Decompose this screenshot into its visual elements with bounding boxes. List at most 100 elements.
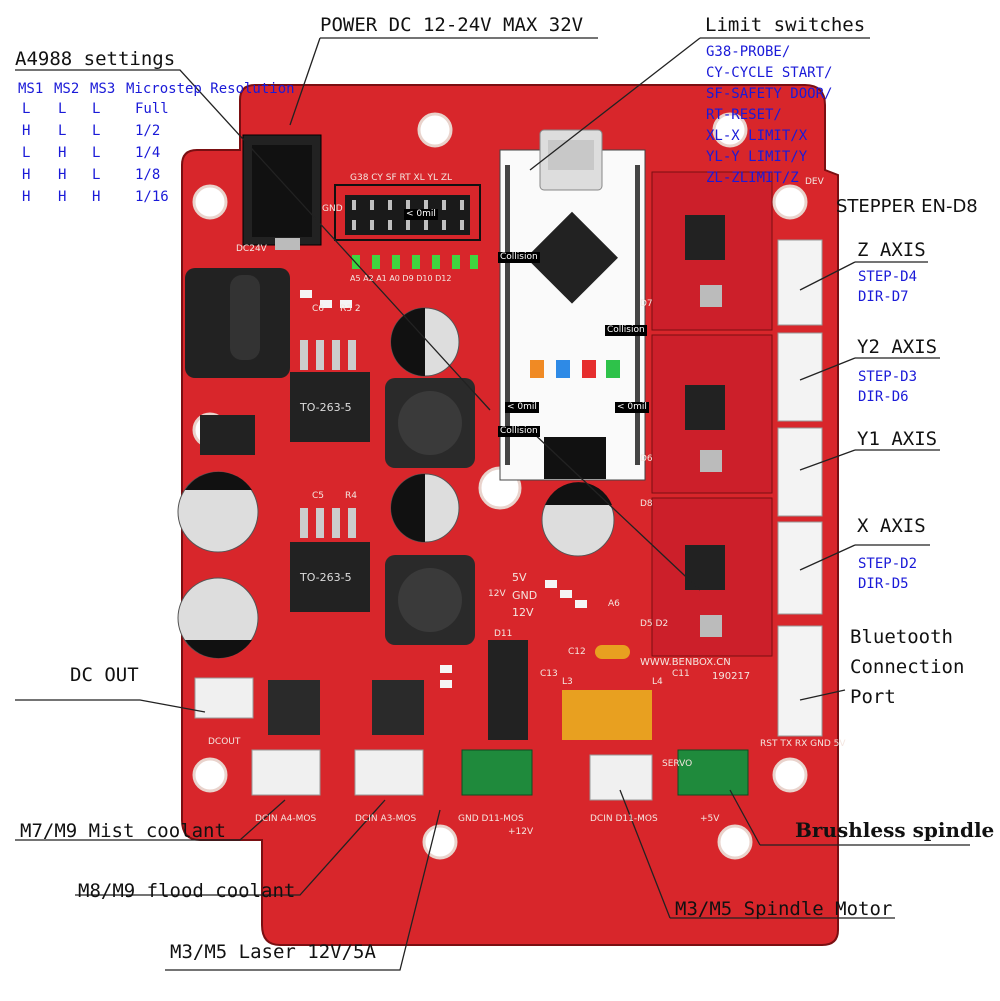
smd-parts bbox=[300, 290, 587, 688]
d11-component bbox=[488, 640, 528, 740]
y1-axis-label: Y1 AXIS bbox=[857, 428, 938, 450]
table-cell: L bbox=[58, 123, 67, 139]
stepper-en-label: STEPPER EN-D8 bbox=[836, 196, 978, 217]
pcb-d8: D8 bbox=[640, 499, 653, 509]
table-cell: H bbox=[22, 189, 31, 205]
pcb-dev: DEV bbox=[805, 177, 824, 187]
pcb-servo: SERVO bbox=[662, 759, 693, 769]
pcb-c5: C5 bbox=[312, 491, 325, 501]
pcb-gnd2: GND bbox=[512, 589, 538, 602]
table-cell: H bbox=[22, 167, 31, 183]
x-dir-pin: DIR-D5 bbox=[858, 576, 909, 592]
push-button bbox=[185, 268, 290, 378]
table-cell: H bbox=[58, 167, 67, 183]
mosfets bbox=[268, 680, 652, 740]
pcb-c6: C6 bbox=[312, 304, 325, 314]
limit-item: G38-PROBE/ bbox=[706, 44, 791, 60]
pcb-dcout: DCOUT bbox=[208, 737, 241, 747]
axis-connectors bbox=[777, 239, 823, 737]
limit-item: CY-CYCLE START/ bbox=[706, 65, 833, 81]
table-cell: H bbox=[58, 189, 67, 205]
pcb-d11: D11 bbox=[494, 629, 513, 639]
table-cell: Full bbox=[135, 101, 169, 117]
pcb-date: 190217 bbox=[712, 671, 751, 682]
pcb-conn4: +12V bbox=[508, 827, 534, 837]
diode bbox=[200, 415, 255, 455]
c12-part bbox=[595, 645, 630, 659]
pcb-12v: 12V bbox=[512, 606, 534, 619]
mounting-holes bbox=[192, 112, 808, 860]
table-cell: 1/16 bbox=[135, 189, 169, 205]
dc-out-label: DC OUT bbox=[70, 664, 139, 686]
limit-item: XL-X LIMIT/X bbox=[706, 128, 808, 144]
arduino-nano bbox=[499, 129, 646, 481]
limit-item: YL-Y LIMIT/Y bbox=[706, 149, 808, 165]
pcb-dc24v: DC24V bbox=[236, 244, 267, 254]
callout-lines bbox=[15, 37, 970, 971]
limit-switches-title: Limit switches bbox=[705, 14, 866, 36]
collision-marker: Collision bbox=[498, 252, 540, 263]
regulators bbox=[290, 340, 370, 612]
x-axis-label: X AXIS bbox=[857, 515, 926, 537]
omit-marker: < 0mil bbox=[505, 402, 539, 413]
pcb-d5d2: D5 D2 bbox=[640, 619, 669, 629]
pcb-pins-top: A5 A2 A1 A0 D9 D10 D12 bbox=[350, 274, 452, 283]
table-cell: L bbox=[58, 101, 67, 117]
bluetooth-label-2: Connection bbox=[850, 656, 965, 678]
pcb-d6: D6 bbox=[640, 454, 653, 464]
pcb-r4: R4 bbox=[345, 491, 357, 501]
pcb-to263-2: TO-263-5 bbox=[300, 571, 352, 584]
bluetooth-label-3: Port bbox=[850, 686, 896, 708]
limit-item: SF-SAFETY DOOR/ bbox=[706, 86, 833, 102]
pcb-l4: L4 bbox=[652, 677, 663, 687]
pcb-5v: 5V bbox=[512, 571, 527, 584]
bottom-connectors bbox=[194, 677, 749, 801]
pcb-bt-pins: RST TX RX GND 5V bbox=[760, 739, 846, 749]
pcb-a6: A6 bbox=[608, 599, 620, 609]
table-cell: H bbox=[92, 189, 101, 205]
table-header: MS3 bbox=[90, 81, 116, 97]
y2-step-pin: STEP-D3 bbox=[858, 369, 918, 385]
limit-item: RT-RESET/ bbox=[706, 107, 782, 123]
pcb-conn2: DCIN A3-MOS bbox=[355, 814, 417, 824]
spindle-motor-label: M3/M5 Spindle Motor bbox=[675, 898, 893, 920]
driver-modules bbox=[651, 171, 773, 657]
table-cell: L bbox=[22, 145, 31, 161]
pcb-l3: L3 bbox=[562, 677, 573, 687]
limit-item: ZL-ZLIMIT/Z bbox=[706, 170, 799, 186]
x-step-pin: STEP-D2 bbox=[858, 556, 918, 572]
pcb-header-label: G38 CY SF RT XL YL ZL bbox=[350, 173, 453, 183]
pcb-c11: C11 bbox=[672, 669, 690, 679]
table-cell: 1/4 bbox=[135, 145, 161, 161]
pcb-d7: D7 bbox=[640, 299, 653, 309]
power-label: POWER DC 12-24V MAX 32V bbox=[320, 14, 584, 36]
collision-marker: Collision bbox=[498, 426, 540, 437]
pcb-c12: C12 bbox=[568, 647, 586, 657]
y2-axis-label: Y2 AXIS bbox=[857, 336, 938, 358]
table-cell: H bbox=[58, 145, 67, 161]
table-cell: 1/8 bbox=[135, 167, 161, 183]
pcb-12v-b: 12V bbox=[488, 589, 506, 599]
pcb-conn1: DCIN A4-MOS bbox=[255, 814, 317, 824]
table-cell: L bbox=[92, 101, 101, 117]
table-cell: L bbox=[22, 101, 31, 117]
z-axis-label: Z AXIS bbox=[857, 239, 926, 261]
table-cell: 1/2 bbox=[135, 123, 161, 139]
laser-label: M3/M5 Laser 12V/5A bbox=[170, 941, 376, 963]
table-cell: L bbox=[92, 145, 101, 161]
status-leds bbox=[352, 255, 478, 269]
pcb-gnd: GND bbox=[322, 204, 343, 214]
pcb-c13: C13 bbox=[540, 669, 558, 679]
table-cell: L bbox=[92, 167, 101, 183]
table-header: Microstep Resolution bbox=[126, 81, 295, 97]
inductors bbox=[385, 378, 475, 645]
omit-marker: < 0mil bbox=[404, 209, 438, 220]
pcb-website: WWW.BENBOX.CN bbox=[640, 657, 731, 668]
y2-dir-pin: DIR-D6 bbox=[858, 389, 909, 405]
flood-coolant-label: M8/M9 flood coolant bbox=[78, 880, 296, 902]
mist-coolant-label: M7/M9 Mist coolant bbox=[20, 820, 226, 842]
collision-marker: Collision bbox=[605, 325, 647, 336]
bluetooth-label-1: Bluetooth bbox=[850, 626, 953, 648]
